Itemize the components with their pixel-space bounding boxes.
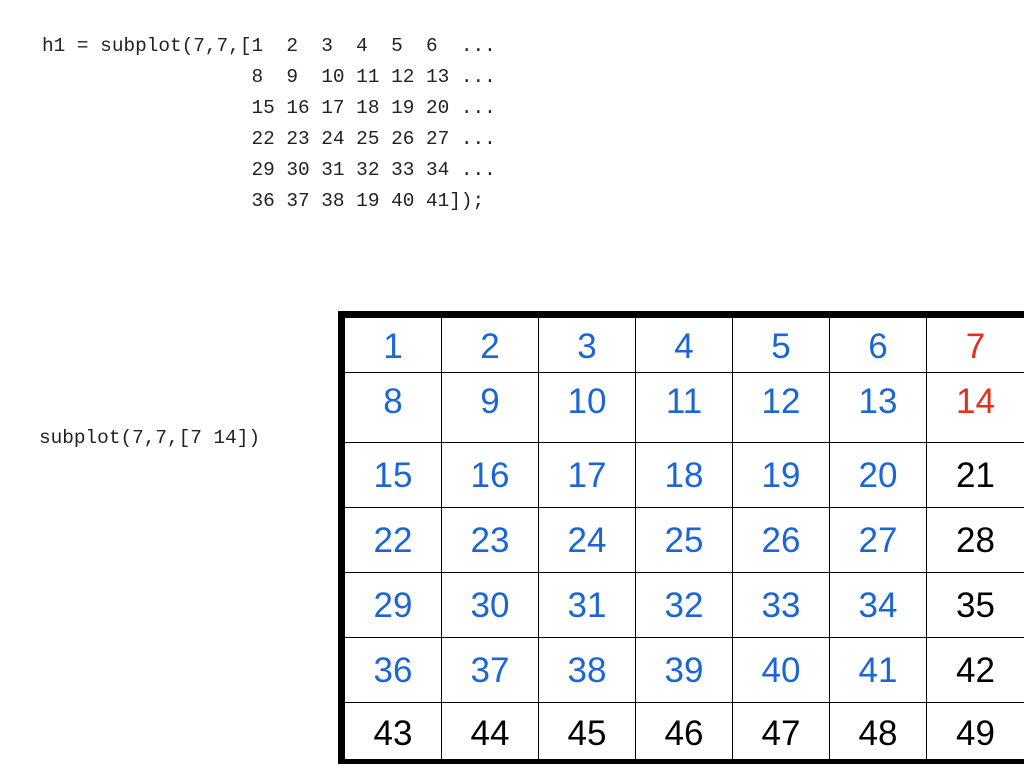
grid-cell: 48 — [830, 703, 927, 764]
subplot-call-label: subplot(7,7,[7 14]) — [39, 427, 261, 449]
code-block-h1: h1 = subplot(7,7,[1 2 3 4 5 6 ... 8 9 10… — [42, 31, 496, 217]
grid-cell: 22 — [345, 508, 442, 573]
grid-cell: 19 — [733, 443, 830, 508]
grid-cell: 4 — [636, 318, 733, 373]
grid-cell: 10 — [539, 373, 636, 443]
grid-cell: 29 — [345, 573, 442, 638]
code-line: 22 23 24 25 26 27 ... — [42, 128, 496, 150]
grid-cell: 7 — [927, 318, 1024, 373]
grid-cell: 32 — [636, 573, 733, 638]
grid-cell: 30 — [442, 573, 539, 638]
grid-cell: 49 — [956, 714, 995, 753]
grid-cell: 16 — [442, 443, 539, 508]
grid-cell: 34 — [830, 573, 927, 638]
code-line: h1 = subplot(7,7,[1 2 3 4 5 6 ... — [42, 35, 496, 57]
grid-cell: 1 — [345, 318, 442, 373]
grid-cell: 11 — [636, 373, 733, 443]
grid-cell: 23 — [442, 508, 539, 573]
grid-cell: 38 — [539, 638, 636, 703]
code-line: 8 9 10 11 12 13 ... — [42, 66, 496, 88]
grid-cell: 28 — [927, 508, 1024, 573]
grid-cell: 24 — [539, 508, 636, 573]
grid-cell: 41 — [830, 638, 927, 703]
grid-cell: 43 — [345, 703, 442, 764]
grid-cell: 9 — [442, 373, 539, 443]
grid-cell: 13 — [830, 373, 927, 443]
grid-cell: 45 — [539, 703, 636, 764]
grid-cell: 35 — [927, 573, 1024, 638]
code-line: 15 16 17 18 19 20 ... — [42, 97, 496, 119]
grid-cell: 12 — [733, 373, 830, 443]
grid-cell: 20 — [830, 443, 927, 508]
grid-cell: 2 — [442, 318, 539, 373]
grid-cell: 5 — [733, 318, 830, 373]
grid-cell: 3 — [539, 318, 636, 373]
grid-cell: 31 — [539, 573, 636, 638]
grid-cell: 6 — [830, 318, 927, 373]
grid-cell: 15 — [345, 443, 442, 508]
grid-cell: 14 — [927, 373, 1024, 443]
grid-cell: 47 — [733, 703, 830, 764]
code-line: 29 30 31 32 33 34 ... — [42, 159, 496, 181]
grid-cell: 44 — [442, 703, 539, 764]
grid-cell: 8 — [345, 373, 442, 443]
grid-cell: 46 — [636, 703, 733, 764]
grid-cell: 37 — [442, 638, 539, 703]
grid-cell: 26 — [733, 508, 830, 573]
grid-cell: 36 — [345, 638, 442, 703]
grid-cell: 33 — [733, 573, 830, 638]
grid-cell: 27 — [830, 508, 927, 573]
grid-cell: 42 — [927, 638, 1024, 703]
grid-cell: 21 — [927, 443, 1024, 508]
grid-cell: 17 — [539, 443, 636, 508]
grid-cell: 25 — [636, 508, 733, 573]
code-line: 36 37 38 19 40 41]); — [42, 190, 485, 212]
grid-cell: 39 — [636, 638, 733, 703]
grid-cell: 40 — [733, 638, 830, 703]
grid-cell: 18 — [636, 443, 733, 508]
